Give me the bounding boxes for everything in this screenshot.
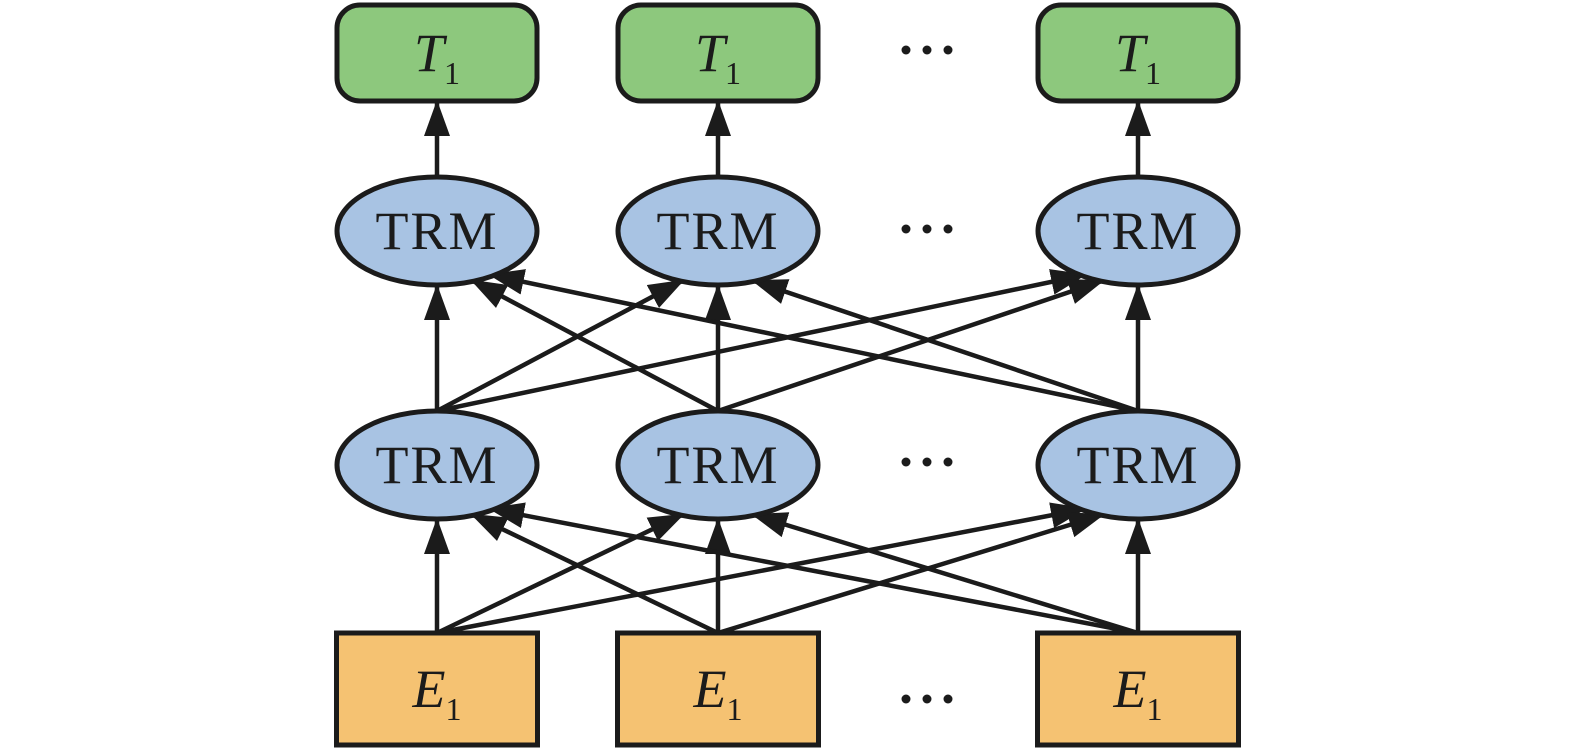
trm-lower-shape — [615, 408, 821, 522]
output-label: T1 — [695, 23, 741, 91]
trm-upper-ellipsis-dot-2 — [922, 224, 932, 234]
trm-lower-label: TRM — [375, 435, 498, 495]
embedding-label: E1 — [693, 659, 743, 727]
trm-upper-node-1: TRM — [334, 174, 540, 288]
trm-upper-ellipsis-dot-1 — [901, 224, 911, 234]
embedding-ellipsis-dot-2 — [922, 694, 932, 704]
trm-upper-shape — [1035, 174, 1241, 288]
trm-upper-node-2: TRM — [615, 174, 821, 288]
edges-layer — [424, 100, 1151, 636]
output-ellipsis-dot-1 — [901, 45, 911, 55]
edge-arrow — [436, 502, 1087, 636]
output-shape — [1035, 2, 1241, 104]
trm-upper-shape — [334, 174, 540, 288]
trm-upper-label: TRM — [1076, 201, 1199, 261]
trm-lower-label: TRM — [1076, 435, 1199, 495]
edge-arrow — [470, 279, 720, 413]
output-node-2: T1 — [615, 2, 821, 104]
output-node-1: T1 — [334, 2, 540, 104]
trm-upper-node-3: TRM — [1035, 174, 1241, 288]
edge-arrow — [717, 512, 1105, 636]
output-label: T1 — [414, 23, 460, 91]
trm-lower-node-1: TRM — [334, 408, 540, 522]
edge-arrow — [470, 512, 719, 636]
trm-lower-shape — [1035, 408, 1241, 522]
trm-lower-label: TRM — [656, 435, 779, 495]
trm-upper-ellipsis-dot-3 — [943, 224, 953, 234]
embedding-ellipsis-dot-3 — [943, 694, 953, 704]
embedding-node-3: E1 — [1035, 630, 1241, 748]
output-shape — [615, 2, 821, 104]
trm-upper-label: TRM — [375, 201, 498, 261]
trm-upper-shape — [615, 174, 821, 288]
edge-arrow — [717, 278, 1105, 414]
edge-arrow — [436, 269, 1087, 414]
edge-arrow — [436, 512, 685, 636]
edge-arrow — [488, 502, 1139, 636]
embedding-node-2: E1 — [615, 630, 821, 748]
edge-arrow — [751, 278, 1139, 414]
trm-lower-shape — [334, 408, 540, 522]
embedding-label: E1 — [412, 659, 462, 727]
embedding-shape — [1035, 630, 1241, 748]
output-ellipsis-dot-2 — [922, 45, 932, 55]
embedding-node-1: E1 — [334, 630, 540, 748]
embedding-ellipsis-dot-1 — [901, 694, 911, 704]
output-shape — [334, 2, 540, 104]
trm-lower-ellipsis-dot-3 — [943, 457, 953, 467]
edge-arrow — [751, 512, 1139, 636]
trm-lower-node-3: TRM — [1035, 408, 1241, 522]
edge-arrow — [435, 279, 685, 413]
embedding-shape — [334, 630, 540, 748]
trm-lower-ellipsis-dot-1 — [901, 457, 911, 467]
trm-lower-node-2: TRM — [615, 408, 821, 522]
trm-lower-ellipsis-dot-2 — [922, 457, 932, 467]
trm-upper-label: TRM — [656, 201, 779, 261]
embedding-label: E1 — [1113, 659, 1163, 727]
embedding-shape — [615, 630, 821, 748]
output-ellipsis-dot-3 — [943, 45, 953, 55]
output-label: T1 — [1115, 23, 1161, 91]
edge-arrow — [488, 269, 1139, 414]
output-node-3: T1 — [1035, 2, 1241, 104]
